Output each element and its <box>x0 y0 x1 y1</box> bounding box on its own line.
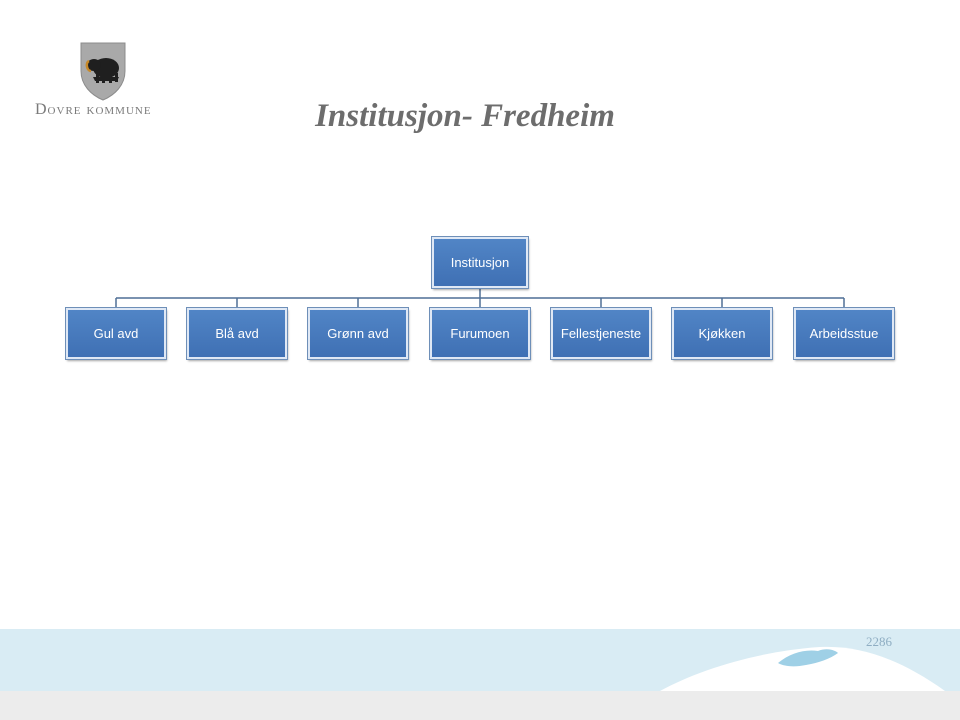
org-node-gul-avd[interactable]: Gul avd <box>65 307 167 360</box>
org-node-gronn-avd[interactable]: Grønn avd <box>307 307 409 360</box>
bottom-bar <box>0 691 960 720</box>
page-title: Institusjon- Fredheim <box>315 98 615 134</box>
musk-ox-shield-icon <box>80 42 126 101</box>
mountain-landscape-icon <box>660 646 945 691</box>
org-node-bla-avd[interactable]: Blå avd <box>186 307 288 360</box>
organization-name: Dovre kommune <box>35 101 152 118</box>
org-node-kjokken[interactable]: Kjøkken <box>671 307 773 360</box>
footer-number: 2286 <box>866 634 892 649</box>
org-node-root[interactable]: Institusjon <box>431 236 529 289</box>
org-node-fellestjeneste[interactable]: Fellestjeneste <box>550 307 652 360</box>
org-node-arbeidsstue[interactable]: Arbeidsstue <box>793 307 895 360</box>
org-node-furumoen[interactable]: Furumoen <box>429 307 531 360</box>
